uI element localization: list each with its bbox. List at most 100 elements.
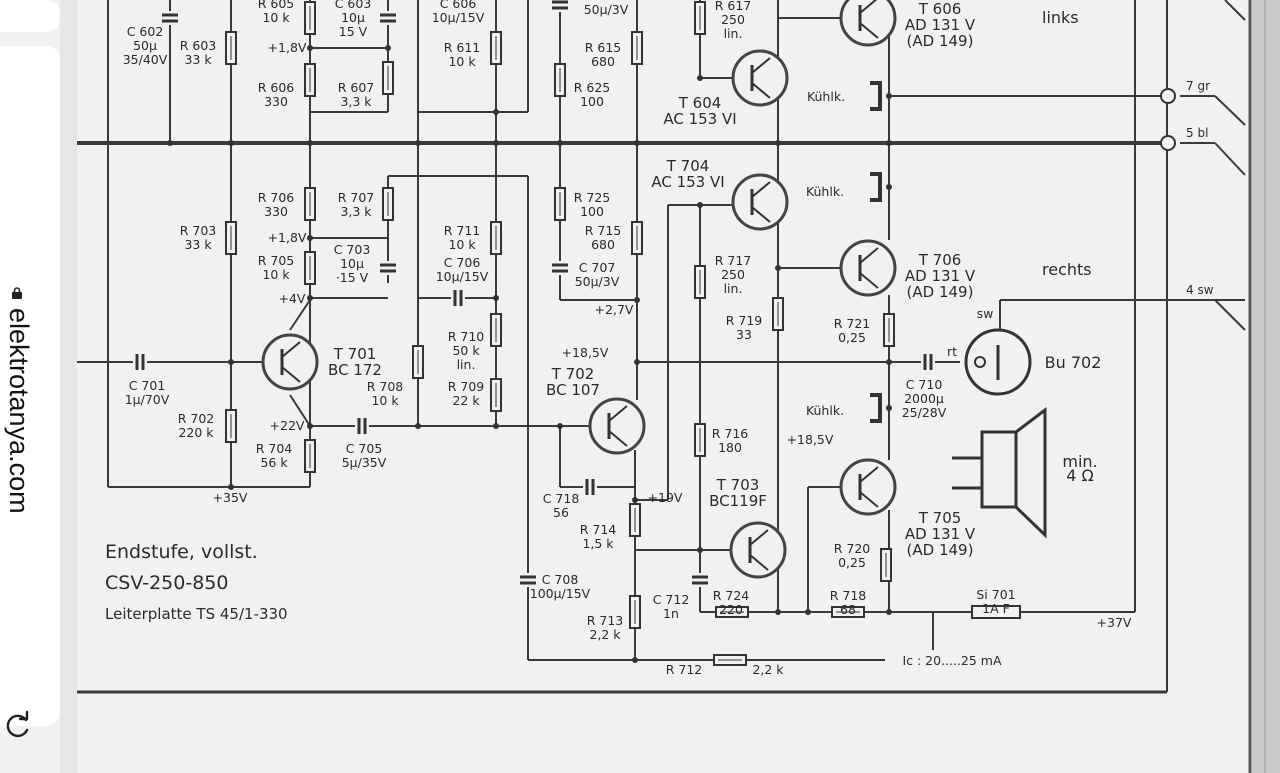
label-r708-line: 10 k <box>371 393 399 408</box>
transistor-t704 <box>731 173 789 231</box>
label-r603-line: 33 k <box>184 52 212 67</box>
label-v22-line: +22V <box>270 418 305 433</box>
browser-sidebar: elektrotanya.com <box>0 0 60 773</box>
label-v185b: +18,5V <box>787 432 834 447</box>
label-t701-line: T 701 <box>333 345 377 363</box>
label-c710-line: C 710 <box>906 377 943 392</box>
label-r607-line: R 607 <box>338 80 375 95</box>
title-line-2: CSV-250-850 <box>105 572 228 594</box>
label-r606-line: R 606 <box>258 80 295 95</box>
label-r714-line: 1,5 k <box>582 536 614 551</box>
label-t606-line: T 606 <box>918 0 962 18</box>
label-t705-line: (AD 149) <box>907 541 974 559</box>
label-si701-line: Si 701 <box>976 587 1015 602</box>
label-r719-line: R 719 <box>726 313 763 328</box>
label-t704-line: AC 153 VI <box>651 173 724 191</box>
label-kuehl3-line: Kühlk. <box>806 403 844 418</box>
label-v18b-line: +1,8V <box>268 230 307 245</box>
label-t702-line: BC 107 <box>546 381 600 399</box>
label-v37: +37V <box>1097 615 1132 630</box>
label-r603-line: R 603 <box>180 38 217 53</box>
label-r615-line: 680 <box>591 54 615 69</box>
label-r617-line: 250 <box>721 12 745 27</box>
lock-icon <box>12 287 22 299</box>
label-r615-line: R 615 <box>585 40 622 55</box>
reload-icon[interactable] <box>0 708 36 744</box>
label-r725-line: 100 <box>580 204 604 219</box>
label-r704-line: R 704 <box>256 441 293 456</box>
label-c718-line: C 718 <box>543 491 580 506</box>
label-c602-line: 35/40V <box>123 52 168 67</box>
label-c712-line: C 712 <box>653 592 690 607</box>
label-sw: sw <box>977 306 994 321</box>
connector-5bl-label: 5 bl <box>1186 126 1208 140</box>
label-r705-line: 10 k <box>262 267 290 282</box>
tab-card[interactable] <box>0 0 60 32</box>
transistor-t703 <box>729 521 787 579</box>
label-r707-line: R 707 <box>338 190 375 205</box>
channel-right-label: rechts <box>1042 260 1092 279</box>
label-ic-line: Ic : 20.....25 mA <box>902 653 1002 668</box>
label-t604-line: AC 153 VI <box>663 110 736 128</box>
transistor-t604 <box>731 49 789 107</box>
label-c710-line: 2000µ <box>904 391 944 406</box>
label-r703-line: R 703 <box>180 223 217 238</box>
label-r706-line: 330 <box>264 204 288 219</box>
label-r715-line: 680 <box>591 237 615 252</box>
label-r713-line: R 713 <box>587 613 624 628</box>
label-r716-line: 180 <box>718 440 742 455</box>
label-r718-line: R 718 <box>830 588 867 603</box>
label-r710-line: lin. <box>457 357 476 372</box>
label-c707-line: C 707 <box>579 260 616 275</box>
label-v18a: +1,8V <box>268 40 307 55</box>
label-c606b: 50µ/3V <box>584 2 629 17</box>
label-c708-line: 100µ/15V <box>530 586 591 601</box>
label-c703-line: ·15 V <box>336 270 369 285</box>
label-r709-line: R 709 <box>448 379 485 394</box>
label-r717-line: R 717 <box>715 253 752 268</box>
label-bu702-line: Bu 702 <box>1045 353 1102 372</box>
label-t706-line: (AD 149) <box>907 283 974 301</box>
label-r712-line: R 712 <box>666 662 703 677</box>
label-r617-line: R 617 <box>715 0 752 13</box>
label-r718-line: 68 <box>840 602 856 617</box>
label-c712-line: 1n <box>663 606 679 621</box>
label-r717-line: lin. <box>724 281 743 296</box>
label-r611-line: 10 k <box>448 54 476 69</box>
url-text[interactable]: elektrotanya.com <box>4 308 34 514</box>
label-si701-line: 1A F <box>982 601 1010 616</box>
label-r708-line: R 708 <box>367 379 404 394</box>
label-r712v-line: 2,2 k <box>752 662 784 677</box>
label-bu702: Bu 702 <box>1045 353 1102 372</box>
label-c606-line: C 606 <box>440 0 477 11</box>
label-v185a-line: +18,5V <box>562 345 609 360</box>
label-r724-line: 220 <box>719 602 743 617</box>
url-area[interactable]: elektrotanya.com <box>2 286 34 586</box>
